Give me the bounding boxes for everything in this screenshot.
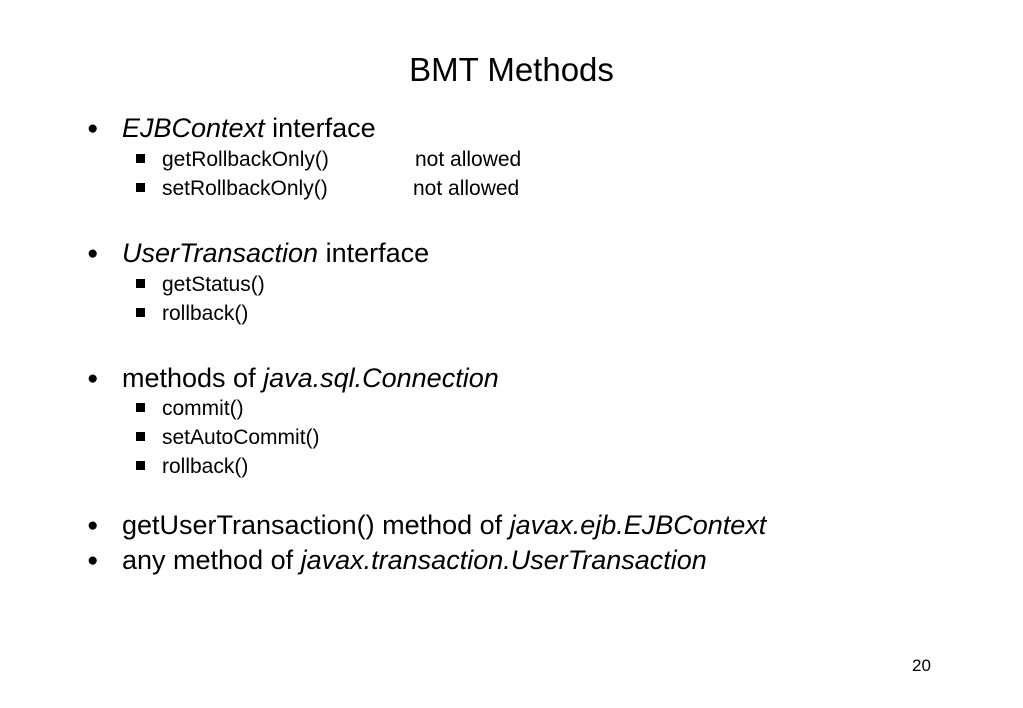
- usertransaction-class-name: javax.transaction.UserTransaction: [300, 545, 707, 575]
- bullet-dot-icon: ●: [87, 243, 99, 264]
- method-name: setAutoCommit(): [162, 426, 320, 449]
- sub-bullet-getrollbackonly: getRollbackOnly() not allowed: [136, 147, 521, 173]
- ejbcontext-class-name: javax.ejb.EJBContext: [509, 510, 767, 540]
- square-bullet-icon: [136, 154, 145, 163]
- method-status: not allowed: [415, 148, 522, 171]
- method-name: setRollbackOnly(): [162, 177, 328, 200]
- sub-bullet-commit: commit(): [136, 396, 244, 422]
- sub-bullet-setautocommit: setAutoCommit(): [136, 425, 320, 451]
- square-bullet-icon: [136, 461, 145, 470]
- bullet-ejbcontext-interface: ● EJBContext interface: [87, 112, 376, 145]
- bullet-dot-icon: ●: [87, 368, 99, 389]
- bullet-dot-icon: ●: [87, 515, 99, 536]
- bullet-any-method: ● any method of javax.transaction.UserTra…: [87, 544, 707, 577]
- connection-name: java.sql.Connection: [263, 363, 499, 393]
- method-name: getRollbackOnly(): [162, 148, 329, 171]
- page-number: 20: [912, 656, 931, 675]
- sub-bullet-setrollbackonly: setRollbackOnly() not allowed: [136, 176, 519, 202]
- bullet-usertransaction-interface: ● UserTransaction interface: [87, 237, 429, 270]
- bullet-dot-icon: ●: [87, 550, 99, 571]
- method-status: not allowed: [413, 177, 520, 200]
- square-bullet-icon: [136, 308, 145, 317]
- bullet-dot-icon: ●: [87, 118, 99, 139]
- getusertransaction-prefix: getUserTransaction() method of: [122, 510, 510, 540]
- method-name: commit(): [162, 397, 244, 420]
- usertransaction-name: UserTransaction: [122, 238, 319, 268]
- method-name: getStatus(): [162, 273, 265, 296]
- square-bullet-icon: [136, 279, 145, 288]
- connection-prefix: methods of: [122, 363, 264, 393]
- square-bullet-icon: [136, 432, 145, 441]
- sub-bullet-rollback: rollback(): [136, 454, 248, 480]
- method-name: rollback(): [162, 302, 249, 325]
- any-method-prefix: any method of: [122, 545, 301, 575]
- square-bullet-icon: [136, 403, 145, 412]
- sub-bullet-rollback: rollback(): [136, 301, 248, 327]
- sub-bullet-getstatus: getStatus(): [136, 272, 265, 298]
- bullet-getusertransaction: ● getUserTransaction() method of javax.ej…: [87, 509, 766, 542]
- ejbcontext-name: EJBContext: [122, 113, 265, 143]
- slide-title: BMT Methods: [409, 51, 614, 88]
- bullet-connection-methods: ● methods of java.sql.Connection: [87, 362, 499, 395]
- method-name: rollback(): [162, 455, 249, 478]
- ejbcontext-suffix: interface: [264, 113, 376, 143]
- square-bullet-icon: [136, 183, 145, 192]
- usertransaction-suffix: interface: [318, 238, 430, 268]
